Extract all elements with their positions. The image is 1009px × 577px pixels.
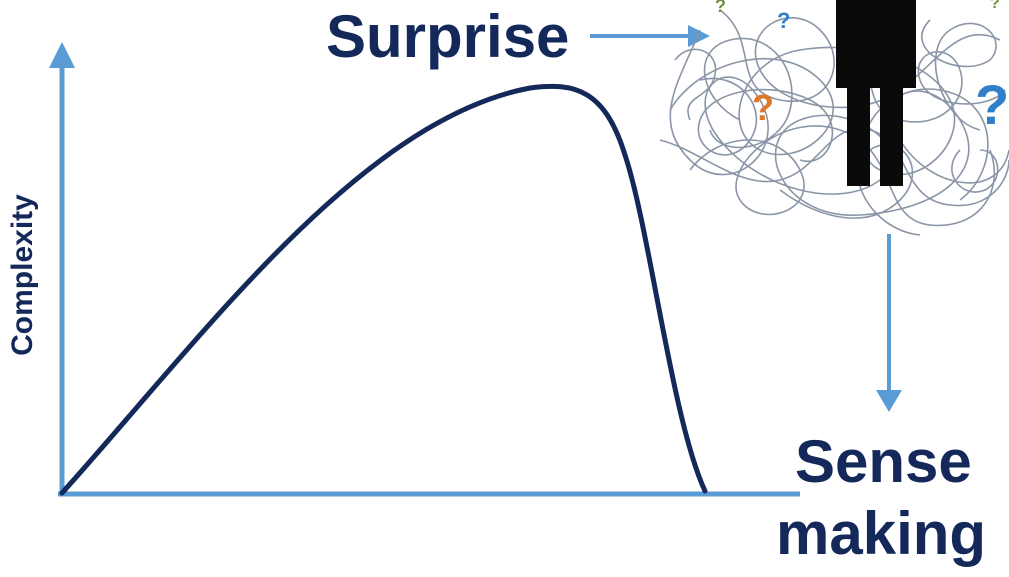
- y-axis-label: Complexity: [6, 194, 39, 356]
- svg-text:?: ?: [777, 8, 790, 33]
- tangled-lines-icon: [659, 9, 1009, 236]
- surprise-label: Surprise: [326, 3, 570, 70]
- svg-text:?: ?: [975, 73, 1009, 136]
- question-mark-icon: ? ? ? ? ?: [715, 0, 1009, 136]
- complexity-curve: [59, 83, 708, 496]
- y-axis-label-container: Complexity: [0, 0, 60, 577]
- surprise-arrowhead: [688, 25, 710, 47]
- y-axis-arrowhead: [49, 42, 75, 68]
- sense-arrowhead: [876, 390, 902, 412]
- sense-making-label-line2: making: [776, 500, 987, 567]
- person-silhouette-icon: [836, 0, 916, 186]
- svg-text:?: ?: [715, 0, 726, 16]
- svg-text:?: ?: [752, 87, 774, 128]
- sense-making-label-line1: Sense: [795, 428, 972, 495]
- svg-text:?: ?: [990, 0, 1000, 12]
